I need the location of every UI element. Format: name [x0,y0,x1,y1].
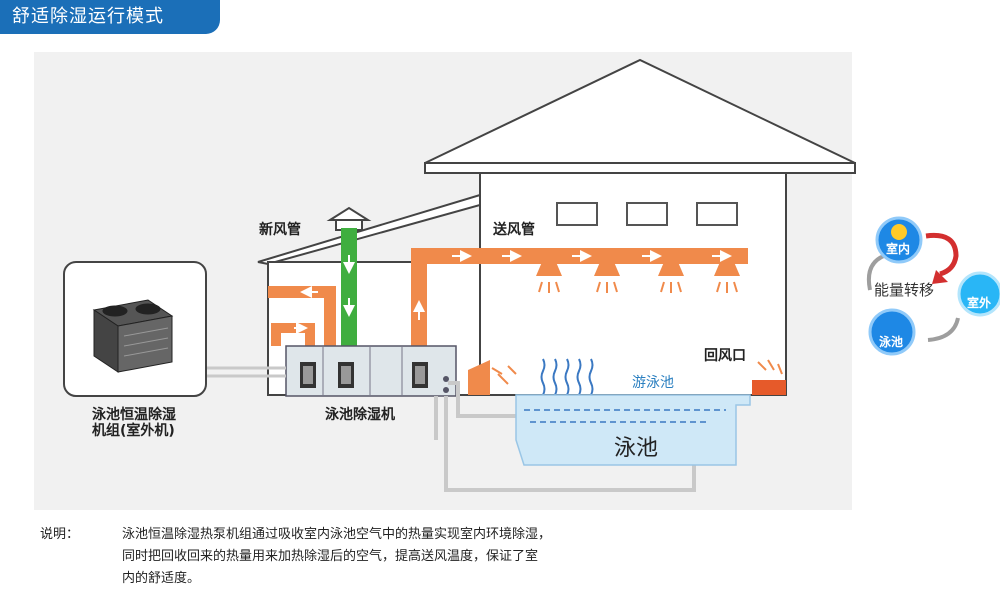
vent-cap [326,206,372,221]
description-line: 同时把回收回来的热量用来加热除湿后的空气，提高送风温度，保证了室 [122,549,539,564]
energy-cycle [867,216,1000,356]
window [696,202,738,226]
energy-transfer-label: 能量转移 [874,281,935,299]
outdoor-unit-label-line2: 机组(室外机) [92,423,175,439]
indoor-badge-label: 室内 [886,242,911,256]
description-line: 内的舒适度。 [122,571,201,586]
outdoor-badge [957,271,1000,317]
description-label: 说明： [40,527,80,542]
natatorium-label: 游泳池 [632,375,674,391]
outdoor-unit [92,299,174,373]
exhaust-duct [268,286,336,346]
house-eave [424,162,856,174]
description-line: 泳池恒温除湿热泵机组通过吸收室内泳池空气中的热量实现室内环境除湿， [122,527,552,542]
return-air-inlet [468,360,490,395]
window [556,202,598,226]
return-air-grille [752,380,786,395]
return-airflow-arrows [491,359,783,385]
dehumidifier-label: 泳池除湿机 [325,407,395,423]
pool-badge-label: 泳池 [879,335,904,349]
outdoor-badge-label: 室外 [967,296,992,310]
pool-label: 泳池 [614,436,659,461]
outdoor-unit-label-line1: 泳池恒温除湿 [92,407,176,423]
return-air-outlet-label: 回风口 [704,348,746,364]
window [626,202,668,226]
evaporation-lines [540,358,594,396]
fresh-air-duct-label: 新风管 [259,222,301,238]
page-title: 舒适除湿运行模式 [0,0,220,34]
pool-badge [868,308,916,356]
house-roof [424,58,856,164]
water-surface [524,409,726,423]
water-pipes [434,381,696,492]
fresh-air-duct [341,228,357,346]
annex-roof [257,193,481,266]
pool-basin [515,394,751,466]
supply-air-duct-label: 送风管 [493,222,535,238]
airflow-arrows [538,281,738,293]
recirculation-duct [271,323,315,346]
diffuser [536,262,740,276]
